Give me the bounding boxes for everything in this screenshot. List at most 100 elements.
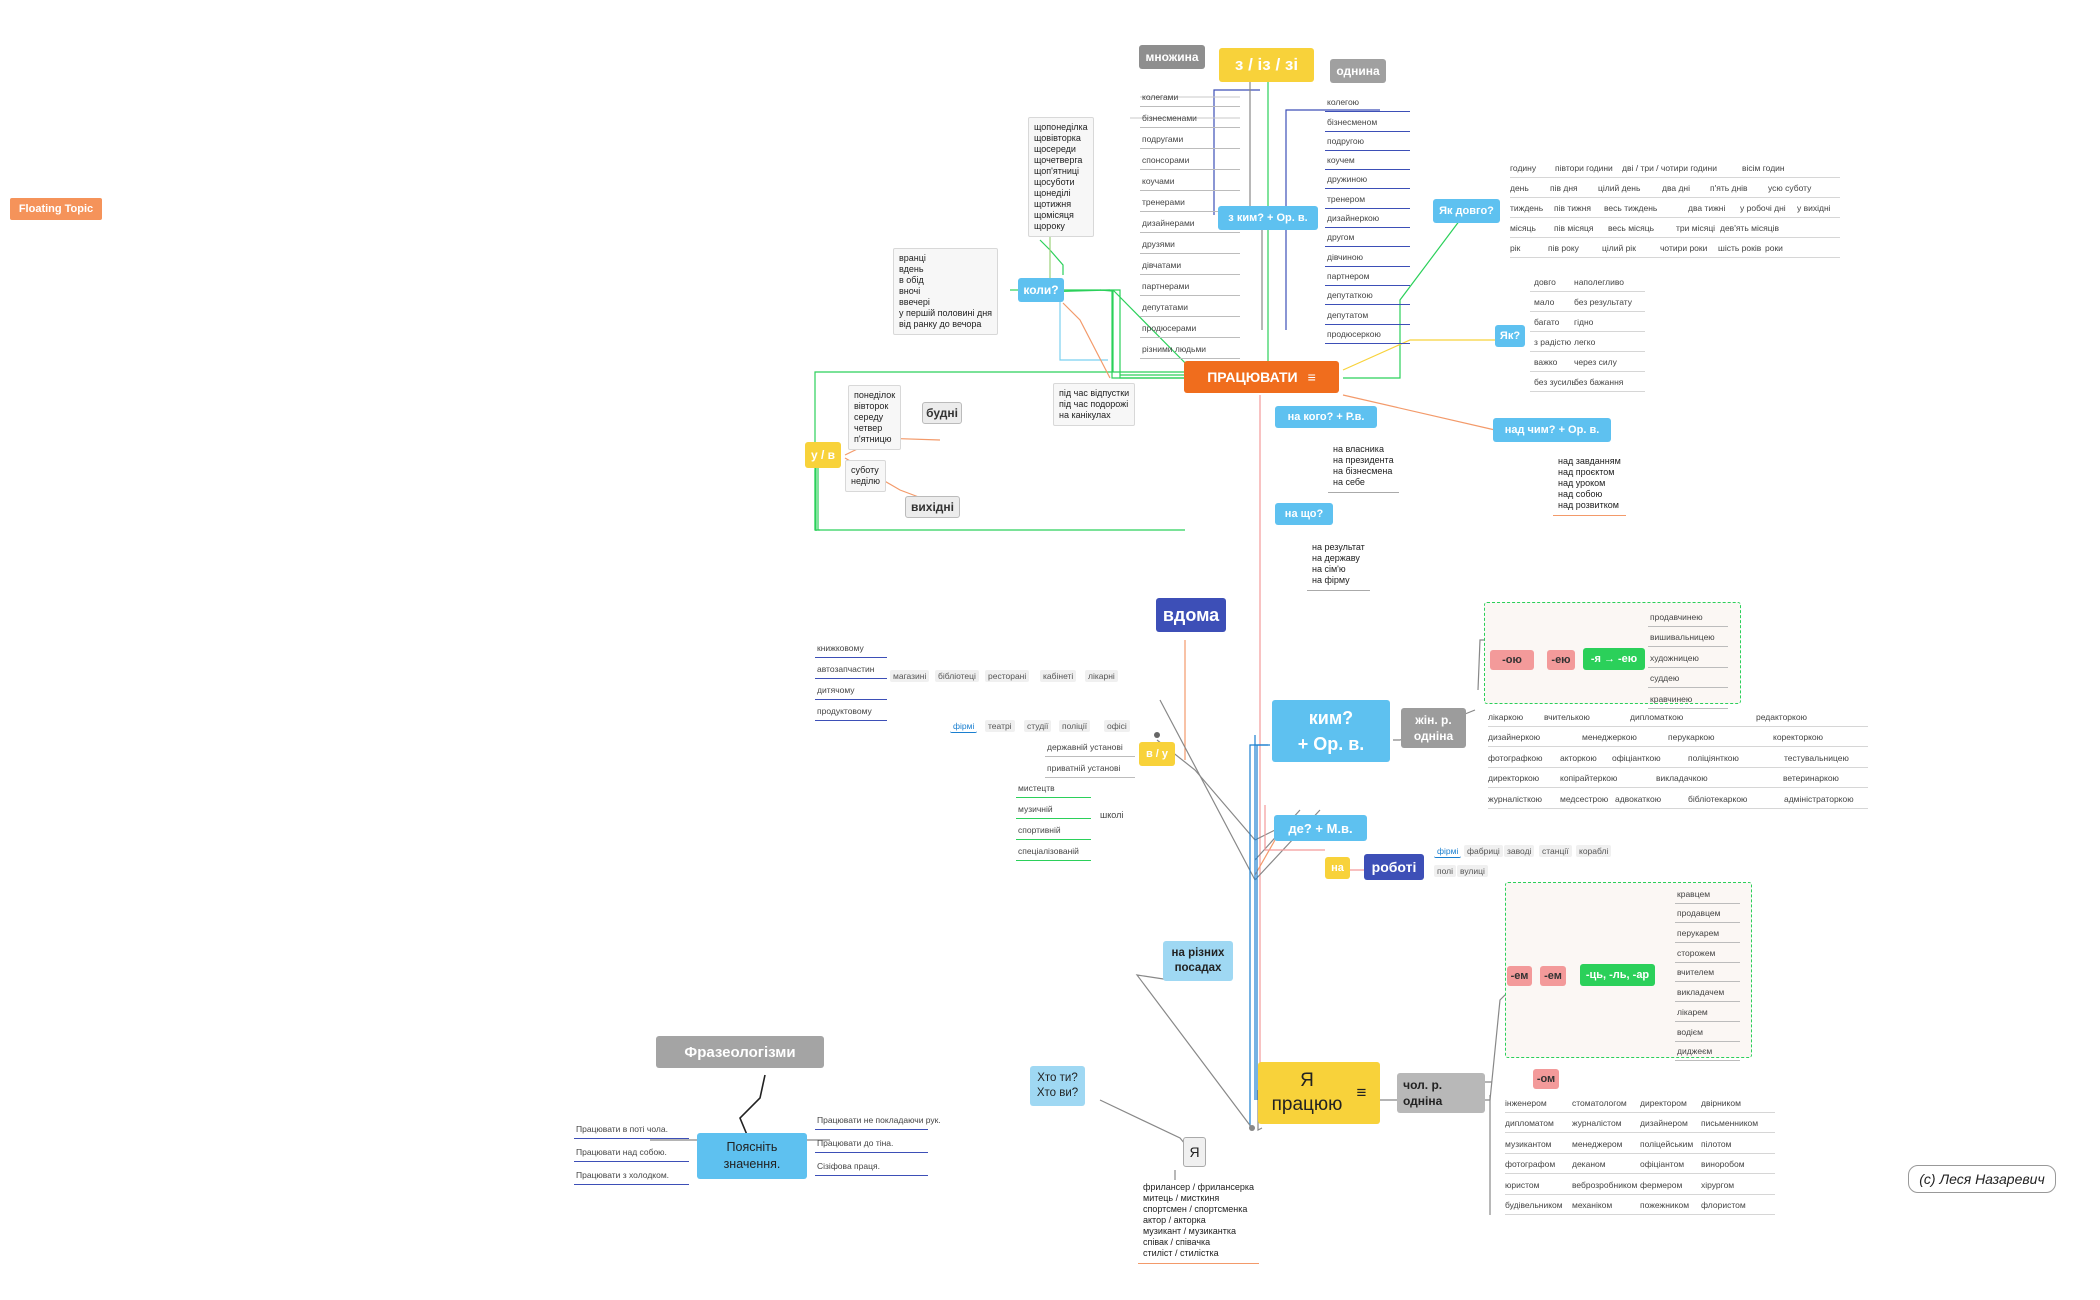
nad-chym-topic[interactable]: над чим? + Ор. в.: [1493, 418, 1611, 442]
grid-cell: чотири роки: [1660, 243, 1708, 253]
grid-cell: без бажання: [1574, 377, 1624, 387]
list-item-text: продюсерами: [1142, 323, 1197, 333]
list-item-text: кравчинею: [1650, 693, 1693, 704]
de-topic[interactable]: де? + М.в.: [1274, 815, 1367, 841]
list-item-text: дівчатами: [1142, 260, 1182, 270]
list-item: дитячому: [815, 679, 887, 700]
notes-icon: ≡: [1356, 1083, 1367, 1102]
yak-dovho-topic[interactable]: Як довго?: [1433, 199, 1500, 223]
grid-cell: пів дня: [1550, 183, 1578, 193]
masc-suffix-om: -ом: [1533, 1069, 1559, 1089]
chip: фабриці: [1464, 845, 1503, 857]
vdoma-topic[interactable]: вдома: [1156, 598, 1226, 632]
list-item: спонсорами: [1140, 149, 1240, 170]
grid-cell: півтори години: [1555, 163, 1613, 173]
kym-topic[interactable]: ким? + Ор. в.: [1272, 700, 1390, 762]
grid-cell: два дні: [1662, 183, 1691, 193]
grid-cell: пілотом: [1701, 1138, 1732, 1149]
z-iz-zi-topic[interactable]: з / із / зі: [1219, 48, 1314, 82]
list-item-text: коучами: [1142, 176, 1175, 186]
khto-question[interactable]: Хто ти? Хто ви?: [1030, 1066, 1085, 1106]
fem-suffix-a: -ою: [1490, 650, 1534, 670]
chip: лікарні: [1085, 670, 1118, 682]
na-shcho-topic[interactable]: на що?: [1275, 503, 1333, 525]
frazeolohizmy-topic[interactable]: Фразеологізми: [656, 1036, 824, 1068]
list-item: дівчиною: [1325, 247, 1410, 267]
list-item: коучем: [1325, 151, 1410, 171]
list-item: сторожем: [1675, 943, 1740, 963]
root-topic[interactable]: ПРАЦЮВАТИ ≡: [1184, 361, 1339, 393]
frazeolohizmy-task[interactable]: Поясніть значення.: [697, 1133, 807, 1179]
list-item-text: друзями: [1142, 239, 1175, 249]
na-koho-topic[interactable]: на кого? + Р.в.: [1275, 406, 1377, 428]
ya-pratsyuyu-label: Я працюю: [1271, 1070, 1343, 1115]
yak-topic[interactable]: Як?: [1495, 325, 1525, 347]
grid-cell: з радістю: [1534, 337, 1572, 347]
grid-cell: дві / три / чотири години: [1622, 163, 1717, 173]
list-item-text: спортивній: [1018, 825, 1061, 835]
list-item: дівчатами: [1140, 254, 1240, 275]
grid-cell: фермером: [1640, 1179, 1683, 1190]
list-item-text: подругами: [1142, 134, 1184, 144]
chip: вулиці: [1457, 865, 1488, 877]
list-item: колегами: [1140, 86, 1240, 107]
list-item: Працювати над собою.: [574, 1139, 689, 1162]
na-riznykh-posadakh[interactable]: на різних посадах: [1163, 941, 1233, 981]
grid-cell: інженером: [1505, 1097, 1547, 1108]
list-item: тренером: [1325, 189, 1410, 209]
list-item: Працювати в поті чола.: [574, 1116, 689, 1139]
grid-cell: місяць: [1510, 223, 1536, 233]
grid-cell: бібліотекаркою: [1688, 793, 1748, 804]
koly-topic[interactable]: коли?: [1018, 278, 1064, 302]
list-item-text: другом: [1327, 232, 1355, 243]
v-u-topic[interactable]: в / у: [1139, 742, 1175, 766]
grid-cell: пожежником: [1640, 1200, 1690, 1210]
list-item-text: продюсеркою: [1327, 328, 1381, 339]
chip: магазині: [890, 670, 930, 682]
list-item-text: спеціалізованій: [1018, 846, 1079, 856]
list-item: продюсерами: [1140, 317, 1240, 338]
list-item: книжковому: [815, 637, 887, 658]
grid-cell: ветеринаркою: [1783, 773, 1839, 783]
grid-cell: без результату: [1574, 297, 1633, 307]
list-item-text: Сізіфова праця.: [817, 1161, 880, 1171]
list-item-text: Працювати в поті чола.: [576, 1124, 668, 1134]
list-item: вишивальницею: [1648, 627, 1728, 647]
ya-node[interactable]: Я: [1183, 1137, 1206, 1167]
z-kym-topic[interactable]: з ким? + Ор. в.: [1218, 206, 1318, 230]
chip: полі: [1434, 865, 1456, 877]
list-item-text: суддею: [1650, 673, 1680, 683]
v-u-school-label: школі: [1100, 810, 1124, 820]
fem-label: жін. р. одніна: [1401, 708, 1466, 748]
fem-rule: -я → -ею: [1583, 648, 1645, 670]
u-v-topic[interactable]: у / в: [805, 442, 841, 468]
list-item-text: продавчинею: [1650, 611, 1703, 622]
grid-cell: день: [1510, 183, 1529, 193]
grid-cell: юристом: [1505, 1179, 1540, 1190]
list-item-text: мистецтв: [1018, 783, 1055, 793]
weekdays-list: понеділок вівторок середу четвер п'ятниц…: [848, 385, 902, 450]
list-item: коучами: [1140, 170, 1240, 191]
koly-periods-list: під час відпустки під час подорожі на ка…: [1053, 383, 1136, 426]
list-item-text: тренером: [1327, 193, 1366, 204]
roboti-topic[interactable]: роботі: [1364, 854, 1424, 880]
grid-cell: веброзробником: [1572, 1179, 1638, 1190]
floating-topic[interactable]: Floating Topic: [10, 198, 102, 220]
grid-cell: без зусиль: [1534, 377, 1576, 387]
grid-cell: музикантом: [1505, 1138, 1552, 1149]
grid-cell: багато: [1534, 317, 1560, 327]
chip: станції: [1539, 845, 1572, 857]
ya-pratsyuyu-topic[interactable]: Я працюю ≡: [1258, 1062, 1380, 1124]
grid-cell: адміністраторкою: [1784, 793, 1854, 804]
list-item-text: подругою: [1327, 135, 1365, 146]
grid-cell: стоматологом: [1572, 1097, 1627, 1108]
chip: фірмі: [950, 720, 978, 733]
list-item-text: водієм: [1677, 1026, 1703, 1037]
masc-label: чол. р. одніна: [1397, 1073, 1485, 1113]
grid-cell: журналісткою: [1488, 793, 1542, 804]
grid-cell: роки: [1765, 243, 1783, 253]
